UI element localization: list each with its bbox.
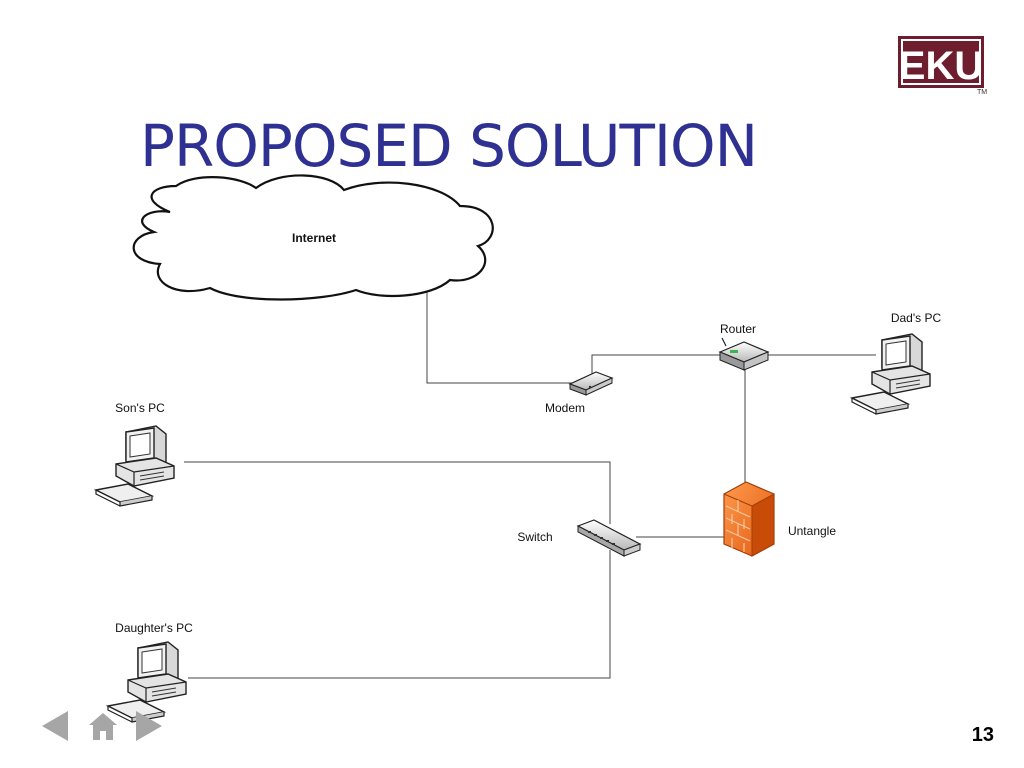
- modem-icon: [568, 371, 614, 396]
- router-label: Router: [720, 322, 756, 336]
- home-icon: [89, 713, 117, 740]
- router-icon: [718, 337, 770, 371]
- link-switch-daughters-pc: [188, 550, 611, 679]
- modem-label: Modem: [545, 401, 585, 415]
- dads-pc-icon: [851, 333, 931, 415]
- connection-lines: [184, 284, 876, 679]
- switch-label: Switch: [517, 530, 552, 544]
- logo-text: EKU: [899, 44, 983, 88]
- prev-slide-button[interactable]: [38, 708, 72, 744]
- eku-logo: EKU TM: [898, 36, 987, 96]
- home-button[interactable]: [86, 708, 120, 744]
- triangle-left-icon: [42, 711, 68, 741]
- daughters-pc-label: Daughter's PC: [115, 621, 193, 635]
- switch-icon: [576, 519, 642, 557]
- page-title: PROPOSED SOLUTION: [140, 112, 758, 180]
- untangle-label: Untangle: [788, 524, 836, 538]
- sons-pc-label: Son's PC: [115, 401, 165, 415]
- next-slide-button[interactable]: [132, 708, 166, 744]
- link-sons-pc-switch: [184, 461, 611, 524]
- dads-pc-label: Dad's PC: [891, 311, 942, 325]
- logo-tm: TM: [977, 89, 987, 96]
- internet-cloud: Internet: [132, 174, 494, 301]
- page-number: 13: [971, 724, 994, 746]
- link-modem-router: [591, 354, 726, 378]
- link-internet-modem: [426, 284, 572, 384]
- firewall-icon: [723, 481, 775, 557]
- internet-label: Internet: [292, 231, 336, 245]
- triangle-right-icon: [136, 711, 162, 741]
- sons-pc-icon: [95, 425, 175, 507]
